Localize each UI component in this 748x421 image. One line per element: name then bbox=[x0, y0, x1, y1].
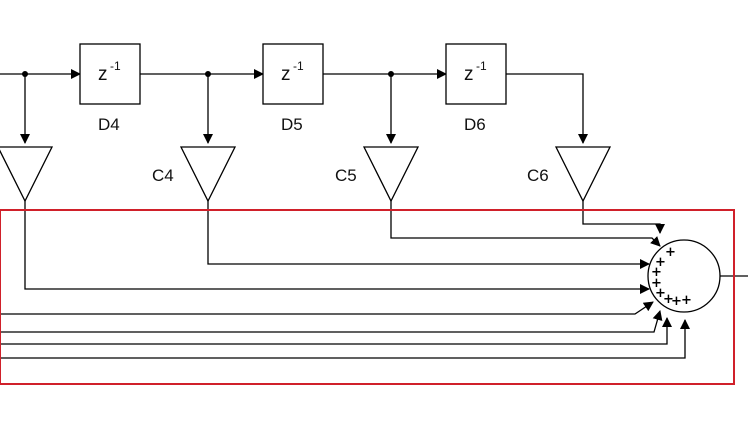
gain-c4-label: C4 bbox=[152, 166, 174, 185]
gain-c5-label: C5 bbox=[335, 166, 357, 185]
delay-d5-symbol: z bbox=[281, 64, 291, 85]
delay-block-d4[interactable]: z -1 D4 bbox=[79, 43, 141, 134]
delay-d5-label: D5 bbox=[281, 115, 303, 134]
delay-d4-symbol: z bbox=[98, 64, 108, 85]
svg-text:+: + bbox=[663, 292, 674, 307]
svg-text:+: + bbox=[671, 294, 682, 309]
sum-input-wires bbox=[0, 201, 748, 359]
svg-text:+: + bbox=[651, 265, 662, 280]
svg-text:+: + bbox=[655, 286, 666, 301]
highlight-box bbox=[0, 209, 735, 385]
delay-d5-exponent: -1 bbox=[293, 59, 304, 73]
gain-block-c5[interactable]: C5 bbox=[335, 146, 420, 203]
gain-c6-label: C6 bbox=[527, 166, 549, 185]
gain-block-c4[interactable]: C4 bbox=[152, 146, 237, 203]
delay-d6-label: D6 bbox=[464, 115, 486, 134]
svg-text:+: + bbox=[651, 276, 662, 291]
gain-block-c3[interactable] bbox=[0, 146, 54, 203]
delay-chain-wires bbox=[0, 69, 588, 144]
svg-text:+: + bbox=[665, 245, 676, 260]
gain-block-c6[interactable]: C6 bbox=[527, 146, 612, 203]
sum-block[interactable]: + + + + + + + + bbox=[647, 239, 721, 313]
delay-d4-exponent: -1 bbox=[110, 59, 121, 73]
delay-block-d5[interactable]: z -1 D5 bbox=[262, 43, 324, 134]
svg-text:+: + bbox=[655, 255, 666, 270]
delay-d6-symbol: z bbox=[464, 64, 474, 85]
delay-d6-exponent: -1 bbox=[476, 59, 487, 73]
delay-block-d6[interactable]: z -1 D6 bbox=[445, 43, 507, 134]
svg-text:+: + bbox=[681, 293, 692, 308]
delay-d4-label: D4 bbox=[98, 115, 120, 134]
